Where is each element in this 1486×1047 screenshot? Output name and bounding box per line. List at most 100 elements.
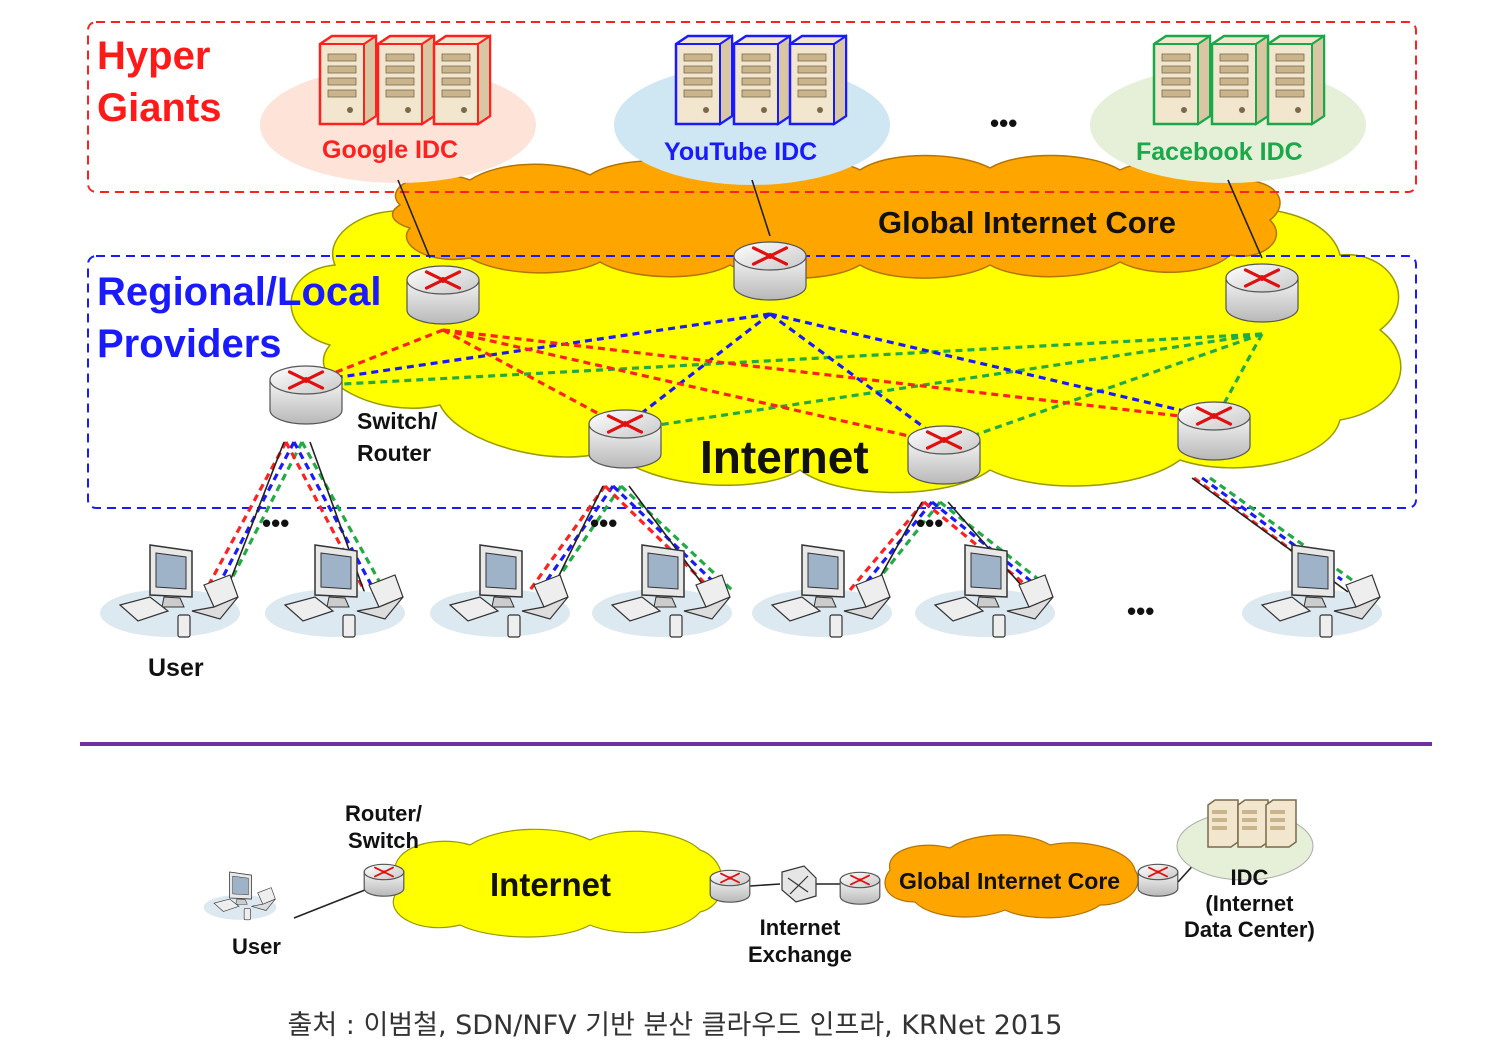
bottom-ix-router-left [709,869,751,903]
youtube-server-icon [788,34,848,126]
internet-exchange-label: Internet Exchange [748,914,852,968]
user-devices [430,544,570,638]
bottom-ix-router-right [839,871,881,905]
edge-user-blue-link [214,441,296,591]
edge-user-blue-link [292,441,376,591]
core-router-youtube [733,241,807,301]
edge-user-red-link [284,441,366,591]
idc-label: IDC (Internet Data Center) [1184,865,1315,943]
switch-router-line1: Switch/ [357,408,438,434]
internet-exchange-icon [781,865,817,903]
bottom-global-core-cloud [884,834,1139,919]
switch-router-label: Switch/ Router [357,405,438,469]
ellipsis-users-3: ••• [916,508,944,538]
bottom-global-core-label: Global Internet Core [899,868,1121,894]
internet-exchange-line1: Internet [759,915,841,940]
edge-user-blue-link [858,500,934,592]
router-switch-label: Router/ Switch [345,800,422,854]
core-edge-green-link [943,332,1263,448]
user-devices [915,544,1055,638]
facebook-idc-label: Facebook IDC [1136,138,1303,166]
source-caption: 출처 : 이범철, SDN/NFV 기반 분산 클라우드 인프라, KRNet … [287,1010,1063,1041]
hyper-giants-line1: Hyper [97,34,211,78]
bottom-router [363,863,405,897]
router-switch-line2: Switch [348,828,419,853]
edge-user-red-link [848,500,926,592]
facebook-uplink [1227,179,1263,259]
bottom-user-link [293,887,371,919]
regional-providers-line1: Regional/Local [97,270,382,314]
google-server-icon [318,34,378,126]
user-label-top: User [148,654,204,682]
regional-providers-title: Regional/Local Providers [97,266,382,370]
facebook-server-icon [1152,34,1212,126]
hyper-giants-title: Hyper Giants [97,30,221,134]
edge-user-green-link [619,484,734,592]
idc-line1: IDC [1230,865,1269,890]
idc-server-icon [1207,799,1239,848]
edge-user-link [309,441,369,603]
ellipsis-users-1: ••• [262,508,290,538]
facebook-server-icon [1210,34,1270,126]
user-devices [1242,544,1382,638]
edge-user-link [221,441,285,603]
edge-router [269,365,343,425]
bottom-internet-label: Internet [490,866,612,903]
router-switch-line1: Router/ [345,801,422,826]
google-uplink [397,179,431,259]
hyper-giants-box [87,21,1417,193]
google-server-icon [376,34,436,126]
global-core-label: Global Internet Core [878,205,1176,240]
user-devices [592,544,732,638]
youtube-uplink [751,179,771,237]
edge-user-red-link [204,441,288,591]
youtube-idc-label: YouTube IDC [664,138,818,166]
ellipsis-users-4: ••• [1127,596,1155,626]
ellipsis-users-2: ••• [590,508,618,538]
edge-user-green-link [224,441,304,591]
switch-router-line2: Router [357,440,432,466]
core-router-facebook [1225,263,1299,323]
core-edge-blue-link [624,312,771,428]
ellipsis-top: ••• [990,108,1018,138]
bottom-link [749,883,781,887]
bottom-user-devices [203,871,277,921]
youtube-server-icon [732,34,792,126]
core-edge-blue-link [769,312,945,444]
core-edge-red-link [442,328,1215,422]
internet-exchange-line2: Exchange [748,942,852,967]
core-edge-red-link [442,328,626,430]
edge-user-green-link [548,485,623,591]
edge-user-blue-link [538,485,615,591]
core-router-google [406,265,480,325]
user-devices [752,544,892,638]
bottom-idc-router [1137,863,1179,897]
idc-server-icon [1265,799,1297,848]
user-devices [265,544,405,638]
edge-router [1177,401,1251,461]
facebook-server-icon [1266,34,1326,126]
core-edge-green-link [1212,333,1264,423]
bottom-user-label: User [232,934,281,959]
core-edge-blue-link [769,312,1215,420]
edge-router [907,425,981,485]
core-edge-blue-link [305,312,771,384]
regional-providers-line2: Providers [97,322,282,366]
core-edge-red-link [442,328,945,446]
internet-label: Internet [700,431,869,483]
core-edge-green-link [305,332,1263,388]
edge-user-green-link [868,501,942,591]
edge-user-red-link [528,485,607,591]
edge-user-green-link [300,441,386,591]
youtube-server-icon [674,34,734,126]
edge-router [588,409,662,469]
hyper-giants-line2: Giants [97,86,222,130]
idc-server-icon [1237,799,1269,848]
google-idc-label: Google IDC [322,136,459,164]
regional-providers-box [87,255,1417,509]
idc-line3: Data Center) [1184,917,1315,942]
google-server-icon [432,34,492,126]
user-devices [100,544,240,638]
